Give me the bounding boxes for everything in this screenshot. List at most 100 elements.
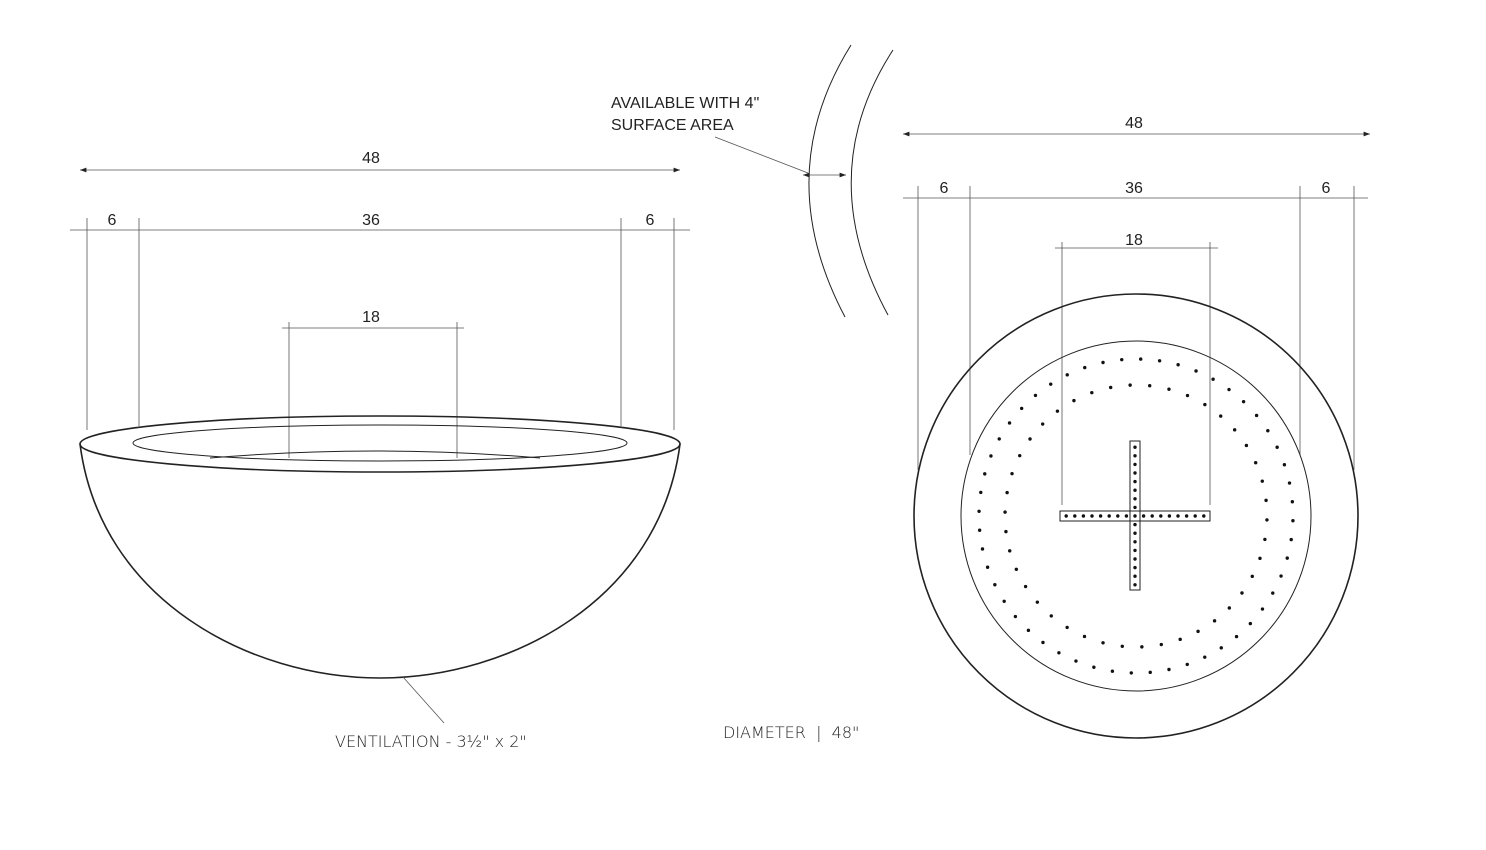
burner-port-dot <box>1133 557 1137 561</box>
side-view: 48 6 36 6 18 VENTILATION - 3½" x 2" <box>70 150 690 751</box>
burner-port-dot <box>1184 514 1189 518</box>
inner-ring-dot <box>1167 387 1171 391</box>
outer-ring-dot <box>1033 393 1038 398</box>
burner-port-dot <box>1193 514 1197 518</box>
outer-ring-dot <box>983 472 987 476</box>
surface-note-line2: SURFACE AREA <box>611 117 734 134</box>
inner-ring-dot <box>1159 642 1164 647</box>
outer-ring-dot <box>1266 429 1270 433</box>
inner-dimension: 36 <box>1125 180 1143 197</box>
inner-ring-dot <box>1101 641 1105 645</box>
outer-ring-dot <box>1083 365 1087 370</box>
outer-ring-dot <box>1176 363 1180 367</box>
outer-ring-dot <box>1074 659 1078 663</box>
burner-port-dot <box>1116 514 1120 518</box>
burner-port-dot <box>1176 514 1180 518</box>
outer-ring-dot <box>977 528 982 532</box>
outer-ring-dot <box>1101 360 1105 365</box>
inner-ring-dot <box>1128 383 1132 387</box>
burner-port-dot <box>1081 514 1086 518</box>
outer-ring-dot <box>1289 537 1293 542</box>
rim-left-dimension: 6 <box>108 212 117 229</box>
burner-port-dot <box>1133 488 1137 492</box>
outer-ring-dot <box>1219 646 1223 650</box>
top-view: 48 6 36 6 18 DIAMETER | 48" <box>723 115 1370 742</box>
inner-ring-dot <box>1082 634 1087 639</box>
inner-ring-dot <box>1108 385 1113 390</box>
outer-ring-dot <box>1157 359 1162 363</box>
outer-ring-dot <box>1007 421 1012 425</box>
inner-ring-dot <box>1148 384 1152 388</box>
burner-port-dot <box>1133 522 1137 527</box>
inner-ring-dot <box>1250 574 1254 579</box>
burner-port-dot <box>1133 531 1137 535</box>
inner-ring-dot <box>1040 422 1045 426</box>
outer-ring-dot <box>1227 387 1231 392</box>
inner-ring-dot <box>1244 443 1249 448</box>
outer-ring-dot <box>1194 369 1198 373</box>
burner-port-dot <box>1141 514 1146 518</box>
bowl-rim-outer <box>79 415 681 473</box>
overall-dimension: 48 <box>1125 115 1143 132</box>
outer-ring-dot <box>1241 399 1246 404</box>
burner-port-dot <box>1124 514 1129 518</box>
rim-arc-outer <box>808 44 852 318</box>
rim-left-dimension: 6 <box>940 180 949 197</box>
inner-ring-dot <box>1003 510 1007 514</box>
inner-ring-dot <box>1265 518 1269 522</box>
burner-bar-horizontal <box>1059 510 1211 522</box>
outer-ring-dot <box>993 583 997 587</box>
ventilation-leader <box>402 676 445 724</box>
inner-ring-dot <box>1253 461 1258 465</box>
inner-dimension: 36 <box>362 212 380 229</box>
outer-ring-dot <box>1185 662 1189 667</box>
inner-ring-dot <box>1219 414 1223 418</box>
inner-ring-dot <box>1196 629 1200 634</box>
burner-port-dot <box>1133 514 1137 518</box>
burner-bar-vertical <box>1129 440 1141 591</box>
inner-ring-dot <box>1010 471 1014 476</box>
burner-port-dot <box>1073 514 1077 518</box>
inner-ring-dot <box>1065 625 1069 630</box>
outer-ring-dot <box>1290 500 1295 504</box>
diameter-label: DIAMETER | 48" <box>723 723 859 742</box>
inner-ring-dot <box>1232 428 1237 432</box>
outer-ring-dot <box>1254 413 1259 418</box>
inner-ring-dot <box>1004 529 1008 534</box>
inner-ring-dot <box>1185 393 1190 398</box>
outer-ring-dot <box>1234 634 1239 639</box>
inner-ring-dot <box>1014 567 1019 571</box>
burner-port-dot <box>1098 514 1103 518</box>
outer-ring-dot <box>1275 445 1279 449</box>
outer-ring-dot <box>979 490 983 495</box>
overall-dimension: 48 <box>362 150 380 167</box>
outer-ring-dot <box>1092 665 1096 669</box>
outer-ring-dot <box>1026 628 1031 633</box>
rim-arc-inner <box>850 49 894 316</box>
inner-ring-dot <box>1023 584 1028 589</box>
burner-port-dot <box>1064 514 1068 518</box>
burner-port-dot <box>1107 514 1111 518</box>
outer-ring-dot <box>1013 614 1018 619</box>
burner-port-dot <box>1133 471 1137 475</box>
burner-port-dot <box>1133 445 1137 449</box>
burner-port-dot <box>1133 497 1137 501</box>
outer-ring-dot <box>1271 591 1275 595</box>
bowl-basin <box>209 450 541 459</box>
inner-ring-dot <box>1227 606 1232 610</box>
inner-ring-dot <box>1008 549 1012 553</box>
outer-ring-dot <box>1019 406 1024 411</box>
burner-port-dot <box>1133 565 1137 570</box>
inner-ring-dot <box>1263 537 1267 542</box>
burner-port-dot <box>1133 462 1137 467</box>
inner-ring-dot <box>1203 402 1207 407</box>
inner-ring-dot <box>1258 556 1262 561</box>
outer-ring-dot <box>980 547 985 551</box>
outer-ring-dot <box>985 565 990 569</box>
bowl-rim-inner <box>132 424 628 462</box>
rim-right-dimension: 6 <box>646 212 655 229</box>
outer-ring-dot <box>1279 574 1283 578</box>
inner-ring-dot <box>1212 619 1217 623</box>
inner-ring-dot <box>1035 600 1040 604</box>
